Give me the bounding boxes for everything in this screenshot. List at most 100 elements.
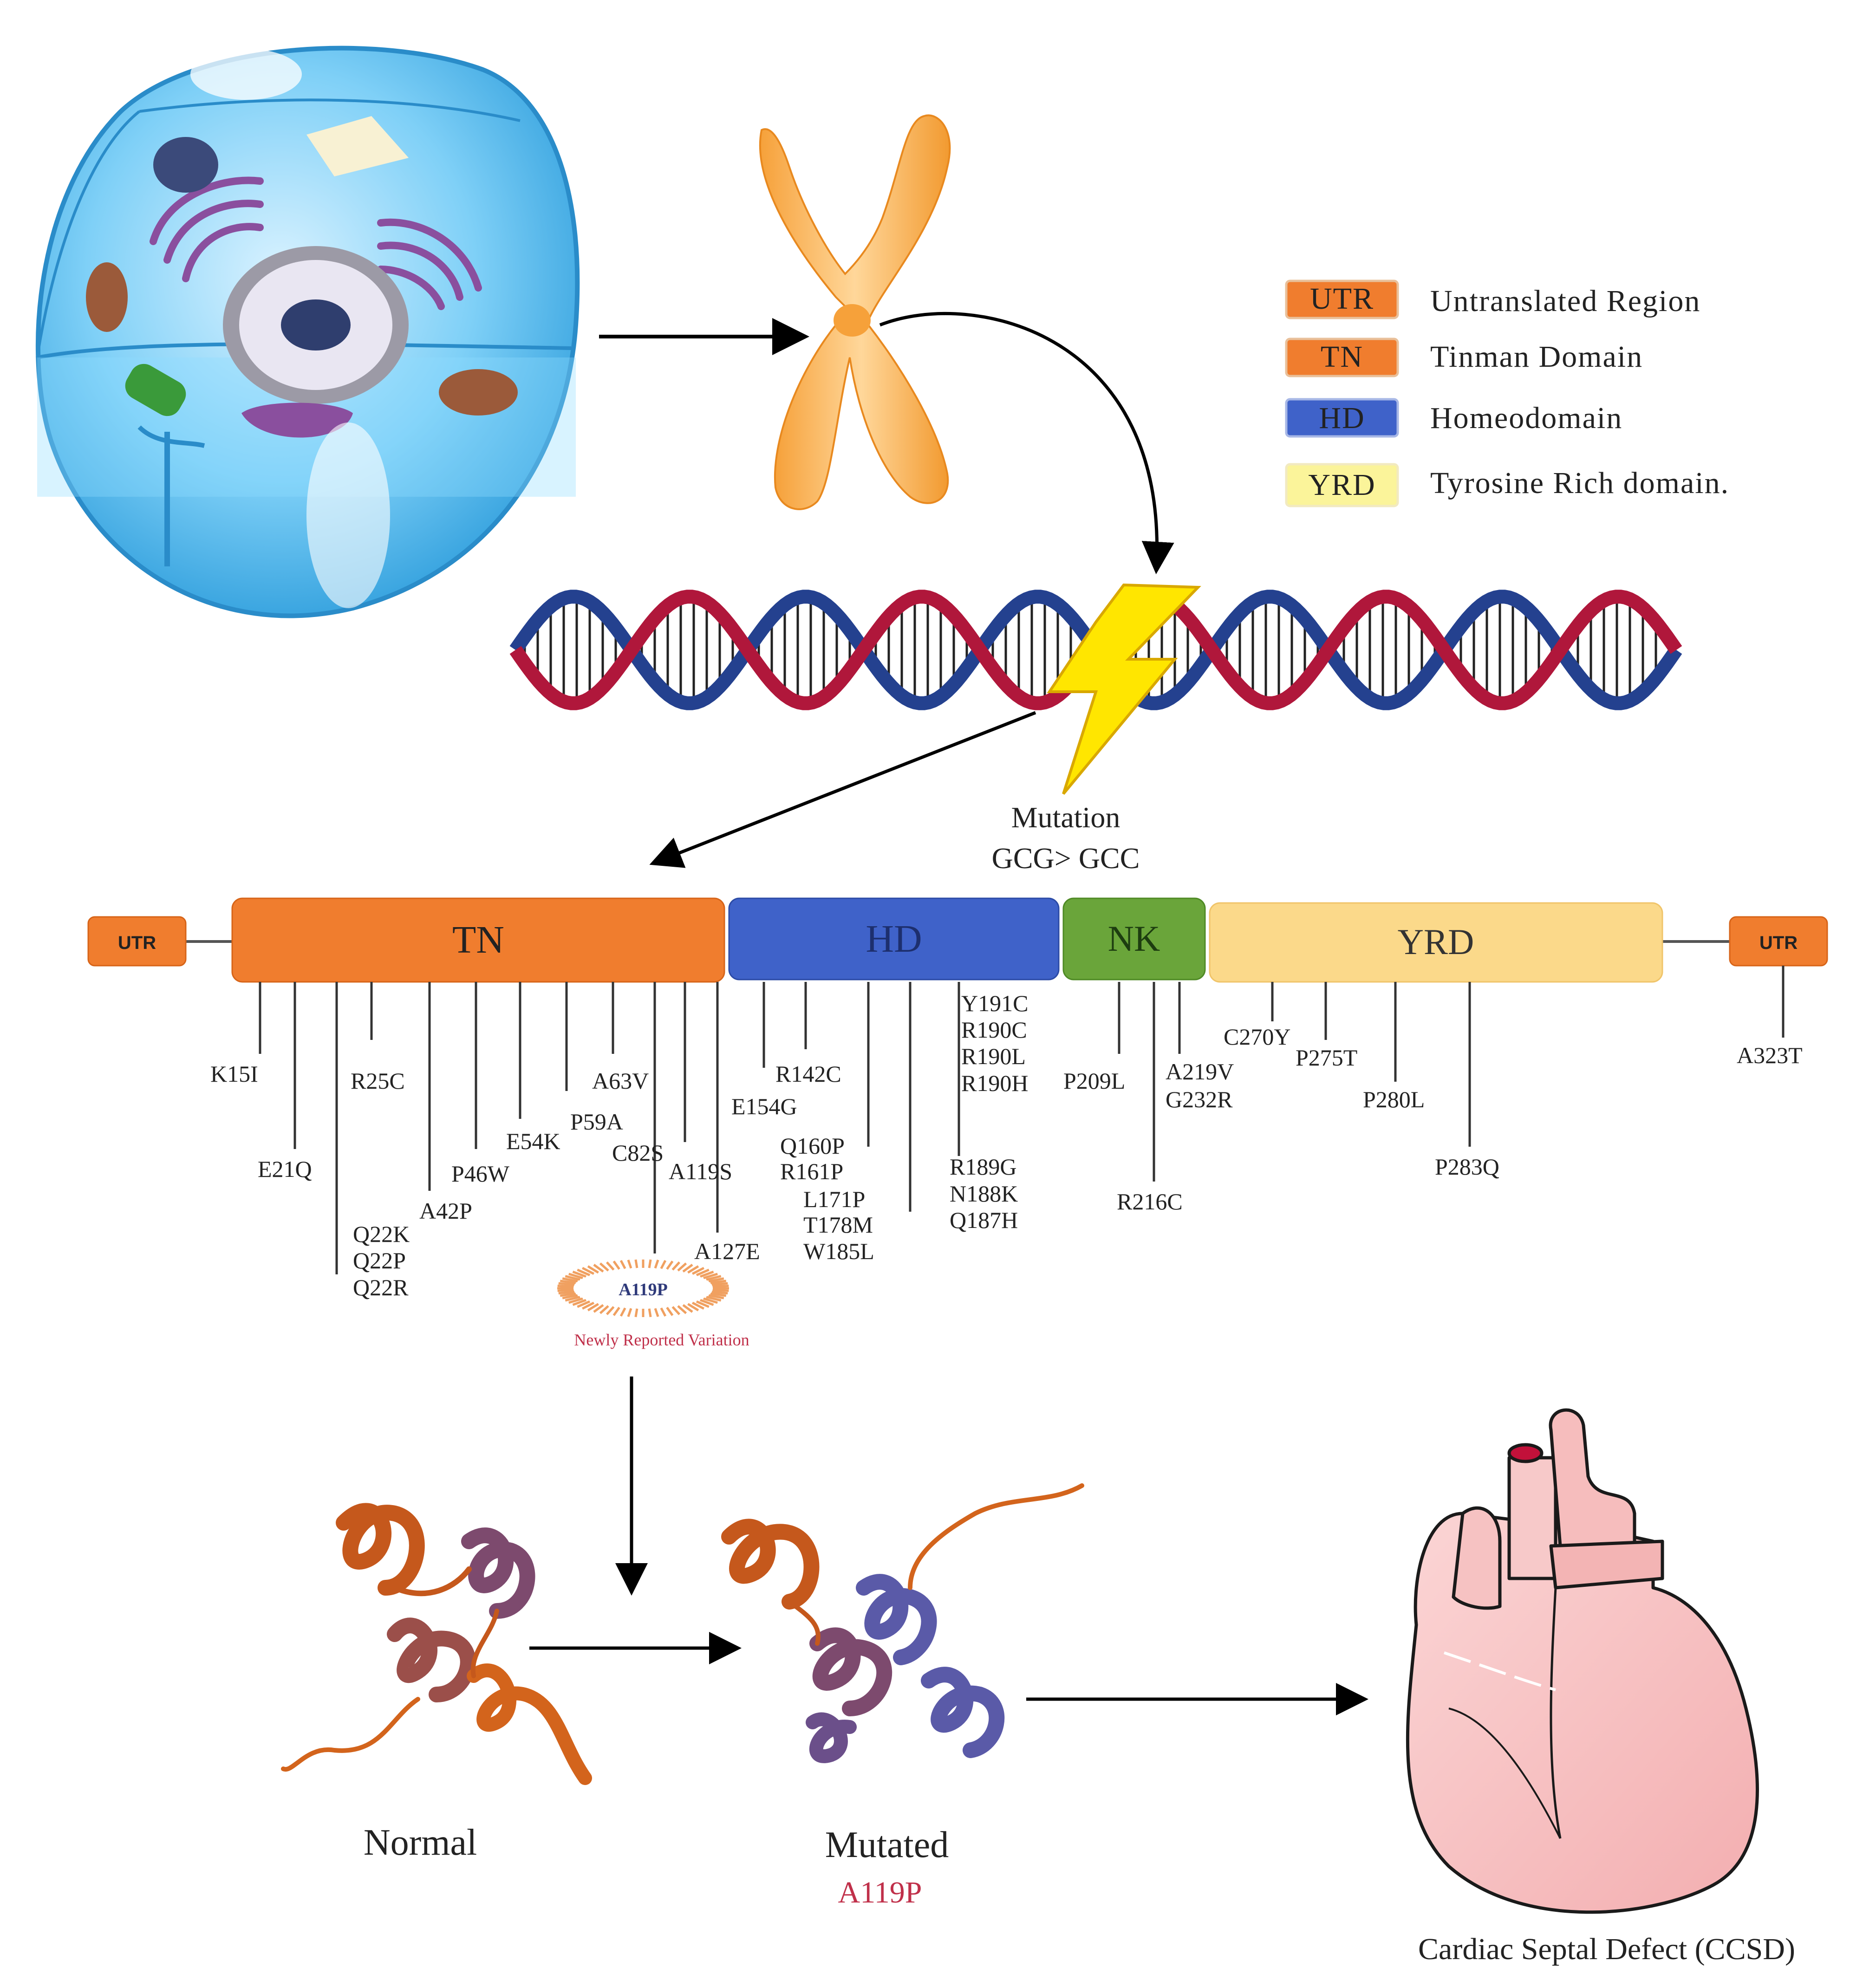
sunburst-ray (654, 1308, 659, 1317)
sunburst-ray (677, 1262, 687, 1272)
mutation-label: R142C (775, 1061, 841, 1087)
legend-item-tn: TN Tinman Domain (1285, 338, 1643, 377)
sunburst-ray (558, 1291, 575, 1295)
arrow-chromosome-to-dna (879, 312, 1174, 574)
sunburst-ray (599, 1262, 609, 1272)
mutation-label: R161P (780, 1158, 843, 1184)
sunburst-ray (687, 1303, 699, 1312)
mutation-label: E21Q (258, 1156, 312, 1182)
sunburst-ray (565, 1275, 580, 1281)
legend-item-yrd: YRD Tyrosine Rich domain. (1285, 463, 1728, 507)
sunburst-ray (710, 1279, 727, 1285)
sunburst-ray (582, 1266, 595, 1275)
sunburst-ray (671, 1306, 681, 1315)
svg-text:UTR: UTR (1759, 933, 1798, 953)
sunburst-ray (706, 1296, 722, 1302)
sunburst-ray (568, 1273, 583, 1279)
mutation-label: R216C (1117, 1188, 1183, 1214)
sunburst-ray (712, 1289, 729, 1292)
legend-label: Untranslated Region (1430, 284, 1700, 318)
outcome-label: Cardiac Septal Defect (CCSD) (1418, 1932, 1795, 1966)
mutation-label: A323T (1737, 1042, 1803, 1068)
mutation-title: Mutation (1011, 801, 1120, 834)
mutation-label: P59A (570, 1109, 623, 1135)
mutation-label: A119S (669, 1158, 732, 1184)
legend-item-utr: UTR Untranslated Region (1285, 279, 1700, 319)
sunburst-ray (700, 1299, 714, 1306)
mutation-label: R189G (950, 1154, 1016, 1180)
mutation-label: Q22P (353, 1247, 406, 1273)
sunburst-ray (703, 1297, 718, 1304)
sunburst-ray (687, 1265, 699, 1274)
sunburst-ray (708, 1294, 724, 1299)
cell-illustration (35, 45, 580, 618)
sunburst-ray (572, 1299, 586, 1306)
mutation-label: N188K (950, 1181, 1018, 1207)
mutation-label: R190H (961, 1070, 1028, 1096)
mutated-protein-structure (721, 1483, 1084, 1763)
sunburst-ray (606, 1261, 615, 1271)
sunburst-ray (648, 1259, 652, 1268)
normal-label: Normal (364, 1822, 477, 1863)
mutation-label: A63V (592, 1068, 649, 1094)
new-variant-caption: Newly Reported Variation (574, 1331, 749, 1349)
sunburst-ray (691, 1301, 704, 1310)
sunburst-ray (572, 1271, 586, 1278)
sunburst-ray (660, 1260, 667, 1269)
legend-label: Tinman Domain (1430, 340, 1643, 374)
mutation-label: R25C (351, 1068, 405, 1094)
sunburst-ray (671, 1261, 681, 1271)
sunburst-ray (627, 1260, 632, 1269)
sunburst-ray (711, 1291, 728, 1295)
domain-utr-right: UTR (1729, 916, 1828, 967)
mutation-label: E54K (506, 1128, 560, 1154)
sunburst-ray (593, 1264, 604, 1273)
sunburst-ray (577, 1268, 591, 1276)
sunburst-ray (696, 1300, 710, 1308)
sunburst-ray (557, 1285, 574, 1288)
sunburst-ray (587, 1303, 599, 1312)
legend: UTR Untranslated Region TN Tinman Domain… (1285, 279, 1728, 507)
mutation-label: Q22K (353, 1221, 410, 1247)
sunburst-ray (706, 1275, 722, 1281)
sunburst-ray (560, 1279, 576, 1285)
sunburst-ray (703, 1273, 718, 1279)
mutation-label: A219V (1166, 1058, 1234, 1084)
legend-label: Homeodomain (1430, 401, 1622, 435)
mutation-label: W185L (803, 1238, 874, 1264)
chromosome-illustration (759, 114, 951, 510)
sunburst-ray (560, 1292, 576, 1297)
mutated-code: A119P (838, 1876, 922, 1909)
domain-tn: TN (231, 897, 725, 983)
svg-text:HD: HD (866, 917, 922, 961)
mutation-label: R190L (961, 1043, 1026, 1069)
sunburst-ray (627, 1308, 632, 1317)
svg-text:UTR: UTR (118, 933, 156, 953)
sunburst-ray (565, 1296, 580, 1302)
mutation-label: P275T (1296, 1045, 1357, 1071)
mutation-label: A42P (419, 1198, 472, 1224)
legend-key: YRD (1308, 468, 1375, 502)
mutation-label: A127E (694, 1238, 760, 1264)
mutation-label: P283Q (1435, 1154, 1499, 1180)
mutation-label: P280L (1363, 1086, 1425, 1112)
sunburst-ray (696, 1268, 710, 1276)
sunburst-ray (666, 1260, 674, 1270)
sunburst-ray (599, 1305, 609, 1314)
sunburst-ray (606, 1306, 615, 1315)
sunburst-ray (660, 1307, 667, 1317)
mutation-label: Y191C (961, 990, 1028, 1016)
mutation-ticks (259, 966, 1785, 1274)
sunburst-ray (558, 1282, 575, 1286)
mutation-label: K15I (210, 1061, 258, 1087)
mutation-label: R190C (961, 1017, 1027, 1043)
mutation-label: C270Y (1224, 1024, 1290, 1050)
sunburst-ray (557, 1289, 574, 1292)
mutation-label: E154G (731, 1093, 797, 1119)
legend-item-hd: HD Homeodomain (1285, 398, 1622, 438)
mutation-label: Q160P (780, 1133, 845, 1159)
sunburst-ray (682, 1264, 693, 1273)
mutated-label: Mutated (825, 1825, 949, 1865)
svg-text:YRD: YRD (1398, 922, 1474, 962)
